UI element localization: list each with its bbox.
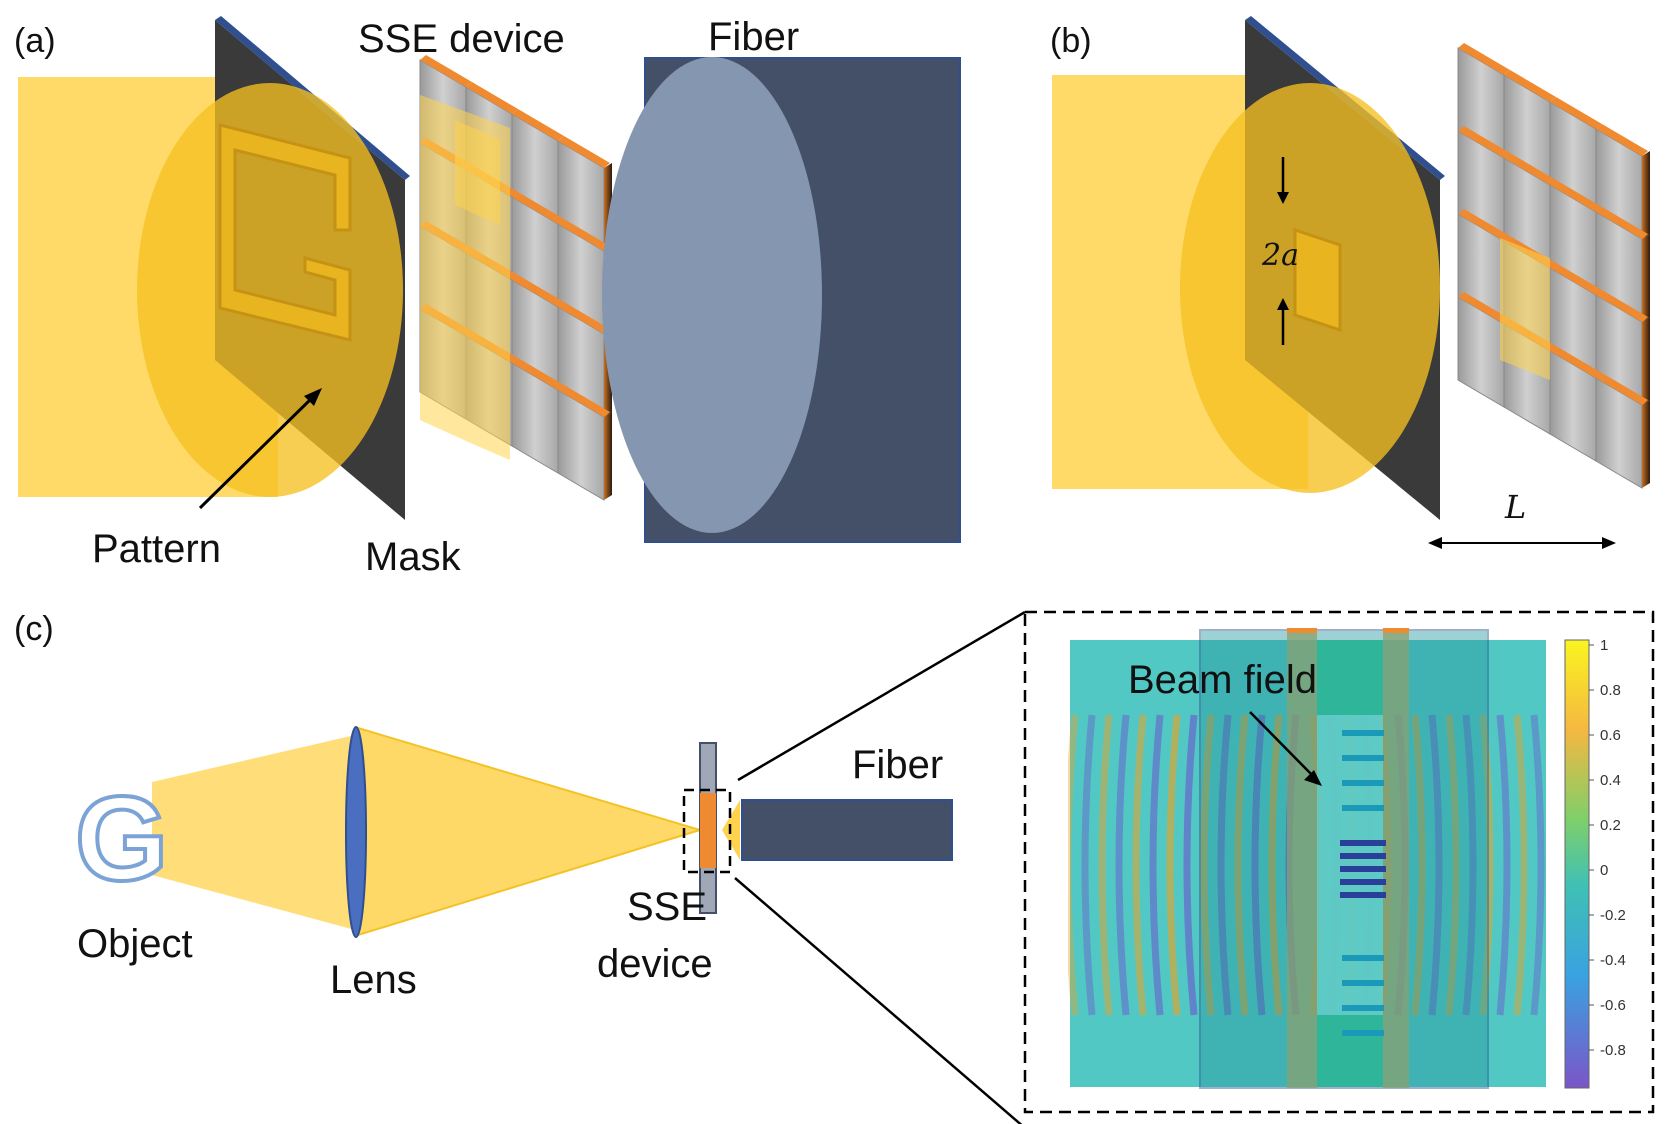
panel-a-tag: (a): [14, 22, 56, 60]
grating-stripe: [1342, 780, 1384, 786]
zoom-box: [682, 788, 732, 874]
sse-a-tile: [557, 385, 612, 501]
grating-cell: [1340, 866, 1386, 872]
object-label: Object: [77, 922, 193, 966]
fiber-label-a: Fiber: [708, 15, 799, 59]
grating-stripe: [1342, 1030, 1384, 1036]
wavefront: [1166, 714, 1181, 1016]
pattern-arrowhead: [304, 388, 322, 406]
colorbar-tick-label: 0.4: [1600, 772, 1621, 789]
wavefront: [1530, 714, 1545, 1016]
dim-arrowhead-top: [1277, 192, 1289, 204]
grating-stripe: [1342, 980, 1384, 986]
wavefront: [1411, 714, 1426, 1016]
fiber-core-a: [602, 57, 822, 533]
colorbar-tick-label: -0.4: [1600, 952, 1626, 969]
wavefront: [1115, 714, 1130, 1016]
beam-field-plot: [1068, 628, 1546, 1089]
colorbar-tick-label: 0.2: [1600, 817, 1621, 834]
grating-stripe: [1342, 805, 1384, 811]
wavefront: [1068, 714, 1079, 1016]
grating-stripes: [1340, 730, 1386, 1036]
colorbar-tick-label: 0: [1600, 862, 1608, 879]
sse-device-active: [700, 793, 716, 868]
device-orange-right: [1383, 628, 1409, 633]
dim-arrowhead-bottom: [1277, 298, 1289, 310]
grating-cell: [1340, 853, 1386, 859]
aperture-label: 2a: [1261, 238, 1299, 273]
sse-b-tile: [1595, 373, 1650, 489]
grating-cell: [1340, 879, 1386, 885]
wavefront: [1217, 714, 1232, 1016]
grating-stripe: [1342, 755, 1384, 761]
wavefront: [1183, 714, 1198, 1016]
fiber-c: [741, 799, 953, 861]
wavefront: [1132, 714, 1147, 1016]
sse-label-line2: device: [597, 942, 713, 986]
panel-b: (b) 2a L: [1050, 16, 1650, 549]
colorbar: [1564, 639, 1590, 1089]
wavefront: [1149, 714, 1164, 1016]
wavefront: [1479, 714, 1494, 1016]
grating-stripe: [1342, 955, 1384, 961]
pattern-arrow: [198, 393, 317, 510]
beam-field-arrowhead: [1304, 770, 1322, 786]
wavefront: [1098, 714, 1113, 1016]
panel-a: (a) SSE device Fiber Pattern Mask: [14, 15, 961, 579]
wavefront: [1081, 714, 1096, 1016]
wavefront: [1513, 714, 1528, 1016]
wavefront: [1251, 714, 1266, 1016]
panel-c-tag: (c): [14, 610, 54, 648]
colorbar-ticks: 1 0.8 0.6 0.4 0.2 0 -0.2 -0.4 -0.6 -0.8: [1589, 637, 1626, 1059]
device-orange-left: [1287, 628, 1317, 633]
grating-region: [1317, 715, 1383, 1015]
sse-device-a: [419, 55, 612, 501]
sse-label-line1: SSE: [627, 885, 707, 929]
colorbar-tick-label: 0.8: [1600, 682, 1621, 699]
panel-b-tag: (b): [1050, 22, 1092, 60]
wavefront: [1268, 714, 1283, 1016]
grating-cell: [1340, 840, 1386, 846]
colorbar-tick-label: -0.2: [1600, 907, 1626, 924]
object-g-icon: G: [75, 772, 168, 906]
wavefront: [1200, 714, 1215, 1016]
square-aperture: [1293, 227, 1342, 333]
wavefront: [1496, 714, 1511, 1016]
object-beam: [152, 735, 355, 930]
colorbar-tick-label: -0.8: [1600, 1042, 1626, 1059]
fiber-label-c: Fiber: [852, 743, 943, 787]
colorbar-tick-label: 0.6: [1600, 727, 1621, 744]
wavefront: [1462, 714, 1477, 1016]
grating-stripe: [1342, 730, 1384, 736]
device-bar-left: [1287, 630, 1317, 1088]
lens: [345, 726, 367, 938]
colorbar-tick-label: -0.6: [1600, 997, 1626, 1014]
wavefront: [1428, 714, 1443, 1016]
zoom-line-bottom: [734, 877, 1023, 1124]
period-arrowhead-right: [1602, 537, 1616, 549]
sse-a-light-spot: [455, 120, 500, 225]
pattern-label: Pattern: [92, 527, 221, 571]
sse-b-tile: [1549, 346, 1602, 462]
beam-field-arrow: [1249, 711, 1316, 779]
period-arrowhead-left: [1428, 537, 1442, 549]
sse-b-light-spot: [1500, 238, 1550, 380]
zoom-line-top: [737, 610, 1026, 782]
pattern-g-cutout: [218, 123, 352, 342]
panel-c: (c) G Object Lens SSE device Fiber: [14, 610, 1655, 1124]
sse-device-label-a: SSE device: [358, 17, 565, 61]
wavefront: [1445, 714, 1460, 1016]
device-bar-right: [1383, 630, 1409, 1088]
beam-field-label: Beam field: [1128, 658, 1317, 702]
grating-stripe: [1342, 1005, 1384, 1011]
sse-device-b: [1457, 43, 1650, 489]
colorbar-tick-label: 1: [1600, 637, 1608, 654]
grating-cell: [1340, 892, 1386, 898]
mask-label: Mask: [365, 535, 462, 579]
wavefront: [1234, 714, 1249, 1016]
sse-a-tile: [511, 358, 564, 474]
period-label: L: [1504, 488, 1526, 526]
lens-label: Lens: [330, 958, 417, 1002]
